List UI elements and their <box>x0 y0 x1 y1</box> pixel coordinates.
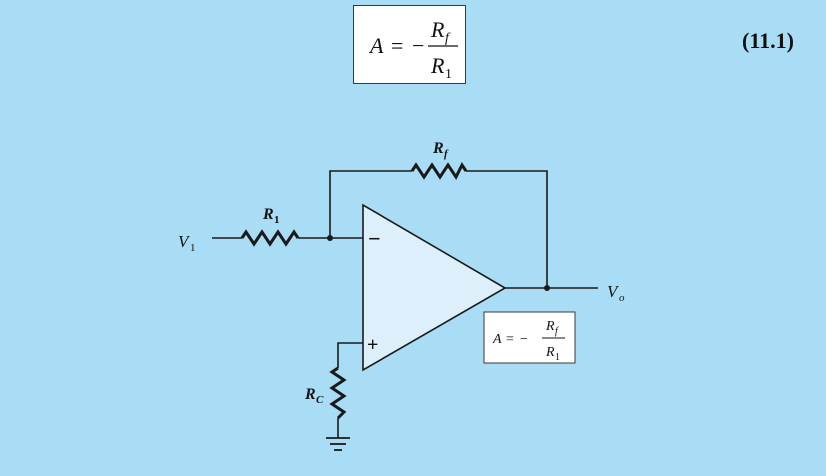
gain-box: A = − R f R 1 <box>483 311 576 364</box>
gain-box-minus: − <box>520 332 528 347</box>
feedback-wire-right <box>466 170 548 288</box>
gain-box-numerator: R <box>545 319 555 334</box>
gain-box-denominator-sub: 1 <box>555 352 560 363</box>
output-voltage-label: V <box>607 282 620 301</box>
equation-box <box>353 5 466 84</box>
feedback-resistor-rf <box>410 162 468 180</box>
rc-label: R <box>304 386 316 403</box>
equation-numerator-sub: f <box>445 31 451 46</box>
output-voltage-sub: o <box>619 292 625 304</box>
equation-lhs: A <box>368 33 384 58</box>
label-rc: R C <box>304 386 324 406</box>
gain-box-equals: = <box>506 332 514 347</box>
ground-symbol <box>326 437 350 451</box>
equation-denominator-sub: 1 <box>445 67 452 82</box>
rf-label: R <box>432 140 444 157</box>
op-amp-triangle <box>362 203 507 372</box>
noninverting-input-symbol: + <box>367 334 378 356</box>
r1-label: R <box>262 206 274 223</box>
r1-sub: 1 <box>274 214 280 226</box>
equation-number: (11.1) <box>742 28 794 53</box>
gain-box-numerator-sub: f <box>555 326 559 337</box>
equation-formula: A = − R f R 1 <box>368 17 458 82</box>
circuit-wires <box>212 170 598 438</box>
equation-minus: − <box>412 33 424 58</box>
noninverting-input-wire <box>337 342 363 368</box>
label-r1: R 1 <box>262 206 280 226</box>
label-vo: V o <box>607 282 625 304</box>
input-junction-dot <box>327 235 333 241</box>
rf-sub: f <box>444 148 449 160</box>
label-rf: R f <box>432 140 449 160</box>
inverting-input-symbol: − <box>368 226 381 251</box>
gain-box-denominator: R <box>545 345 555 360</box>
feedback-wire-left <box>329 170 412 238</box>
equation-denominator: R <box>430 53 445 78</box>
equation-equals: = <box>391 33 403 58</box>
equation-numerator: R <box>430 17 445 42</box>
rc-sub: C <box>316 394 324 406</box>
label-v1: V 1 <box>178 232 196 254</box>
output-junction-dot <box>544 285 550 291</box>
input-voltage-sub: 1 <box>190 242 196 254</box>
input-voltage-label: V <box>178 232 191 251</box>
input-resistor-r1 <box>240 229 300 247</box>
compensation-resistor-rc <box>329 366 347 420</box>
gain-box-lhs: A <box>492 332 502 347</box>
